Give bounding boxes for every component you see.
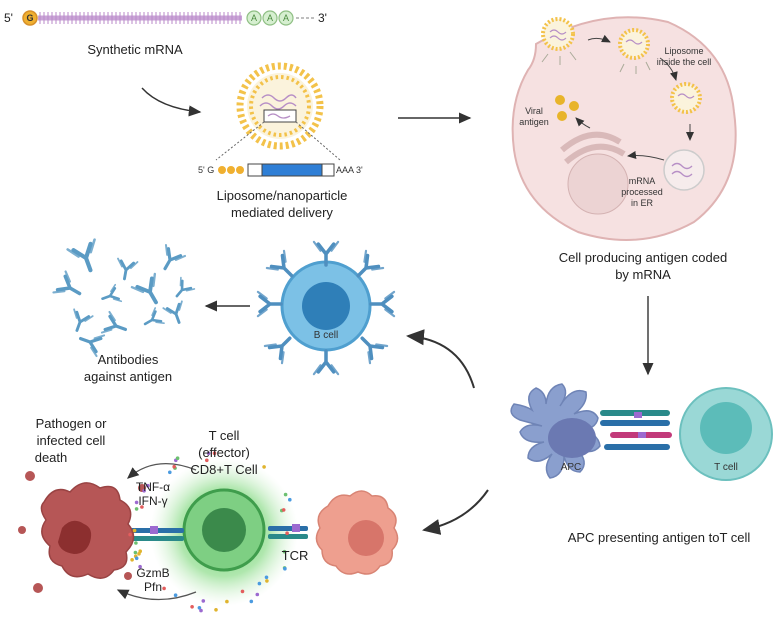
antibody-icon: [163, 243, 187, 271]
antibody-icon: [79, 334, 106, 358]
infected-cell: [315, 490, 399, 575]
effector-title-line1: T cell: [208, 428, 240, 443]
arrow-granule: [116, 589, 197, 601]
tcr-complex: [268, 524, 308, 539]
antibody-icon: [360, 336, 389, 365]
construct-left-label: 5' G: [198, 165, 215, 175]
arrow-cytokine: [127, 463, 197, 479]
cytokine-ifn-label: IFN-γ: [138, 494, 168, 508]
pathogen-dying: [18, 471, 146, 593]
apc-cell: [510, 383, 601, 479]
t-cell-label: T cell: [714, 462, 738, 473]
apc-caption: APC presenting antigen toT cell: [567, 530, 751, 545]
antibody-icon: [265, 249, 294, 278]
poly-a-tail-icon: [262, 10, 278, 26]
perforin-label: Pfn: [143, 580, 162, 594]
mrna-strand: [22, 10, 316, 26]
mrna-3prime-label: 3': [318, 11, 327, 25]
antibody-icon: [175, 276, 196, 298]
liposome-label-line2: inside the cell: [656, 57, 712, 67]
mrna-processed-line1: mRNA: [628, 176, 656, 186]
antibody-icon: [130, 272, 158, 305]
effector-t-cell: [150, 458, 298, 606]
pathogen-label-line3: death: [34, 450, 68, 465]
tcr-label: TCR: [281, 548, 309, 563]
cell-caption-line2: by mRNA: [615, 267, 671, 282]
liposome-label-line1: Liposome: [664, 46, 704, 56]
antibody-icon: [256, 290, 283, 318]
antigen-producing-cell: [511, 16, 737, 241]
mrna-5prime-label: 5': [4, 11, 13, 25]
delivery-label-line1: Liposome/nanoparticle: [216, 188, 348, 203]
arrow-apc-to-bcell: [406, 329, 475, 389]
mrna-tail-a2: A: [266, 13, 273, 23]
antibody-icon: [101, 283, 123, 303]
antibody-icon: [312, 349, 340, 376]
cell-caption-line1: Cell producing antigen coded: [558, 250, 728, 265]
bcell-antibodies: [256, 240, 396, 376]
granzyme-label: GzmB: [136, 566, 170, 580]
mrna-ticks: [39, 12, 241, 24]
mrna-processed-line2: processed: [621, 187, 663, 197]
b-cell: [256, 240, 396, 376]
effector-title-line2: (effector): [198, 445, 250, 460]
antibody-icon: [100, 310, 127, 334]
antibody-icon: [263, 336, 292, 365]
mrna-processed-line3: in ER: [630, 198, 653, 208]
effector-target-contact: [130, 526, 184, 541]
delivery-label-line2: mediated delivery: [231, 205, 333, 220]
antibody-icon: [369, 290, 396, 318]
effector-dots: [128, 451, 292, 613]
antibodies-label-line2: against antigen: [83, 369, 173, 384]
viral-antigen-line2: antigen: [519, 117, 549, 127]
antibodies-label-line1: Antibodies: [97, 352, 159, 367]
construct-right-label: AAA 3': [336, 165, 363, 175]
arrow-apc-to-effector: [422, 489, 489, 535]
pathogen-label-line1: Pathogen or: [35, 416, 107, 431]
t-cell-presented: [679, 387, 773, 481]
mrna-tail-a1: A: [250, 13, 257, 23]
mrna-cap-label: G: [26, 13, 34, 23]
antibody-icon: [312, 240, 340, 267]
liposome-nanoparticle: [236, 62, 324, 150]
b-cell-label: B cell: [313, 330, 339, 341]
poly-a-tail-icon: [246, 10, 262, 26]
antibody-icon: [66, 238, 96, 273]
mrna-construct: [215, 121, 341, 177]
free-antibodies: [52, 238, 196, 358]
antibody-icon: [52, 270, 82, 296]
effector-title-line3: CD8+T Cell: [190, 462, 258, 477]
viral-antigen-line1: Viral: [525, 106, 543, 116]
arrow-mrna-to-delivery: [141, 87, 202, 117]
antibody-icon: [117, 257, 139, 281]
pathogen-label-line2: infected cell: [36, 433, 106, 448]
antibody-icon: [73, 308, 94, 332]
cytokine-tnf-label: TNF-α: [135, 480, 171, 494]
antibody-icon: [143, 307, 165, 326]
antibody-icon: [162, 300, 183, 324]
synthetic-mrna-label: Synthetic mRNA: [87, 42, 183, 57]
mhc-tcr-complex: [600, 410, 672, 450]
poly-a-tail-icon: [278, 10, 294, 26]
mrna-tail-a3: A: [282, 13, 289, 23]
apc-label: APC: [560, 462, 582, 473]
mrna-cap-icon: [22, 10, 38, 26]
antibody-icon: [356, 249, 385, 278]
